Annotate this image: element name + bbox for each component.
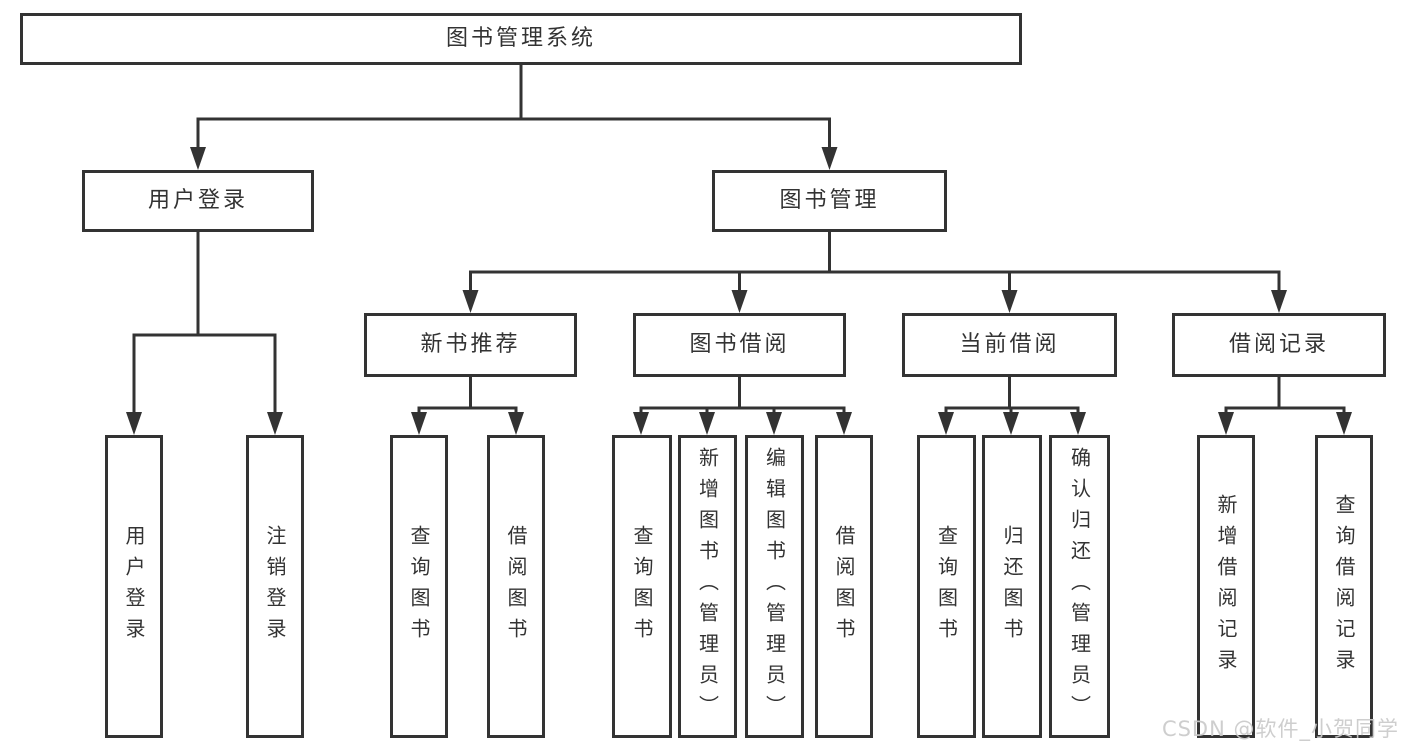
leaf-query-books-current: 查询图书: [917, 435, 976, 738]
node-label: 当前借阅: [959, 332, 1060, 357]
leaf-return-book: 归还图书: [982, 435, 1042, 738]
leaf-label: 新增图书（管理员）: [695, 447, 720, 726]
leaf-label: 借阅图书: [832, 524, 856, 649]
leaf-edit-book-admin: 编辑图书（管理员）: [745, 435, 804, 738]
leaf-label: 查询借阅记录: [1332, 493, 1356, 680]
leaf-label: 归还图书: [1000, 524, 1024, 649]
leaf-user-login: 用户登录: [105, 435, 163, 738]
leaf-label: 确认归还（管理员）: [1067, 447, 1092, 726]
leaf-query-books-borrow: 查询图书: [612, 435, 672, 738]
node-book-management: 图书管理: [712, 170, 947, 232]
node-book-borrowing: 图书借阅: [633, 313, 846, 377]
leaf-query-borrow-record: 查询借阅记录: [1315, 435, 1373, 738]
leaf-label: 查询图书: [407, 524, 431, 649]
node-label: 借阅记录: [1228, 332, 1329, 357]
leaf-confirm-return-admin: 确认归还（管理员）: [1049, 435, 1110, 738]
node-library-management-system: 图书管理系统: [20, 13, 1022, 65]
node-current-borrowing: 当前借阅: [902, 313, 1117, 377]
leaf-label: 编辑图书（管理员）: [762, 447, 787, 726]
leaf-query-books-recommend: 查询图书: [390, 435, 448, 738]
leaf-borrow-books-recommend: 借阅图书: [487, 435, 545, 738]
node-user-login: 用户登录: [82, 170, 314, 232]
leaf-label: 查询图书: [630, 524, 654, 649]
leaf-borrow-books-borrow: 借阅图书: [815, 435, 873, 738]
node-label: 图书借阅: [689, 332, 790, 357]
leaf-logout: 注销登录: [246, 435, 304, 738]
node-new-book-recommendation: 新书推荐: [364, 313, 577, 377]
leaf-label: 借阅图书: [504, 524, 528, 649]
node-label: 新书推荐: [420, 332, 521, 357]
leaf-label: 用户登录: [122, 524, 146, 649]
node-borrowing-records: 借阅记录: [1172, 313, 1386, 377]
leaf-label: 查询图书: [934, 524, 959, 649]
leaf-label: 新增借阅记录: [1214, 493, 1238, 680]
node-label: 图书管理系统: [445, 26, 596, 51]
leaf-label: 注销登录: [263, 524, 287, 649]
leaf-add-book-admin: 新增图书（管理员）: [678, 435, 737, 738]
node-label: 用户登录: [147, 188, 248, 213]
csdn-watermark: CSDN @软件_小贺同学: [1161, 717, 1399, 741]
leaf-add-borrow-record: 新增借阅记录: [1197, 435, 1255, 738]
node-label: 图书管理: [779, 188, 880, 213]
